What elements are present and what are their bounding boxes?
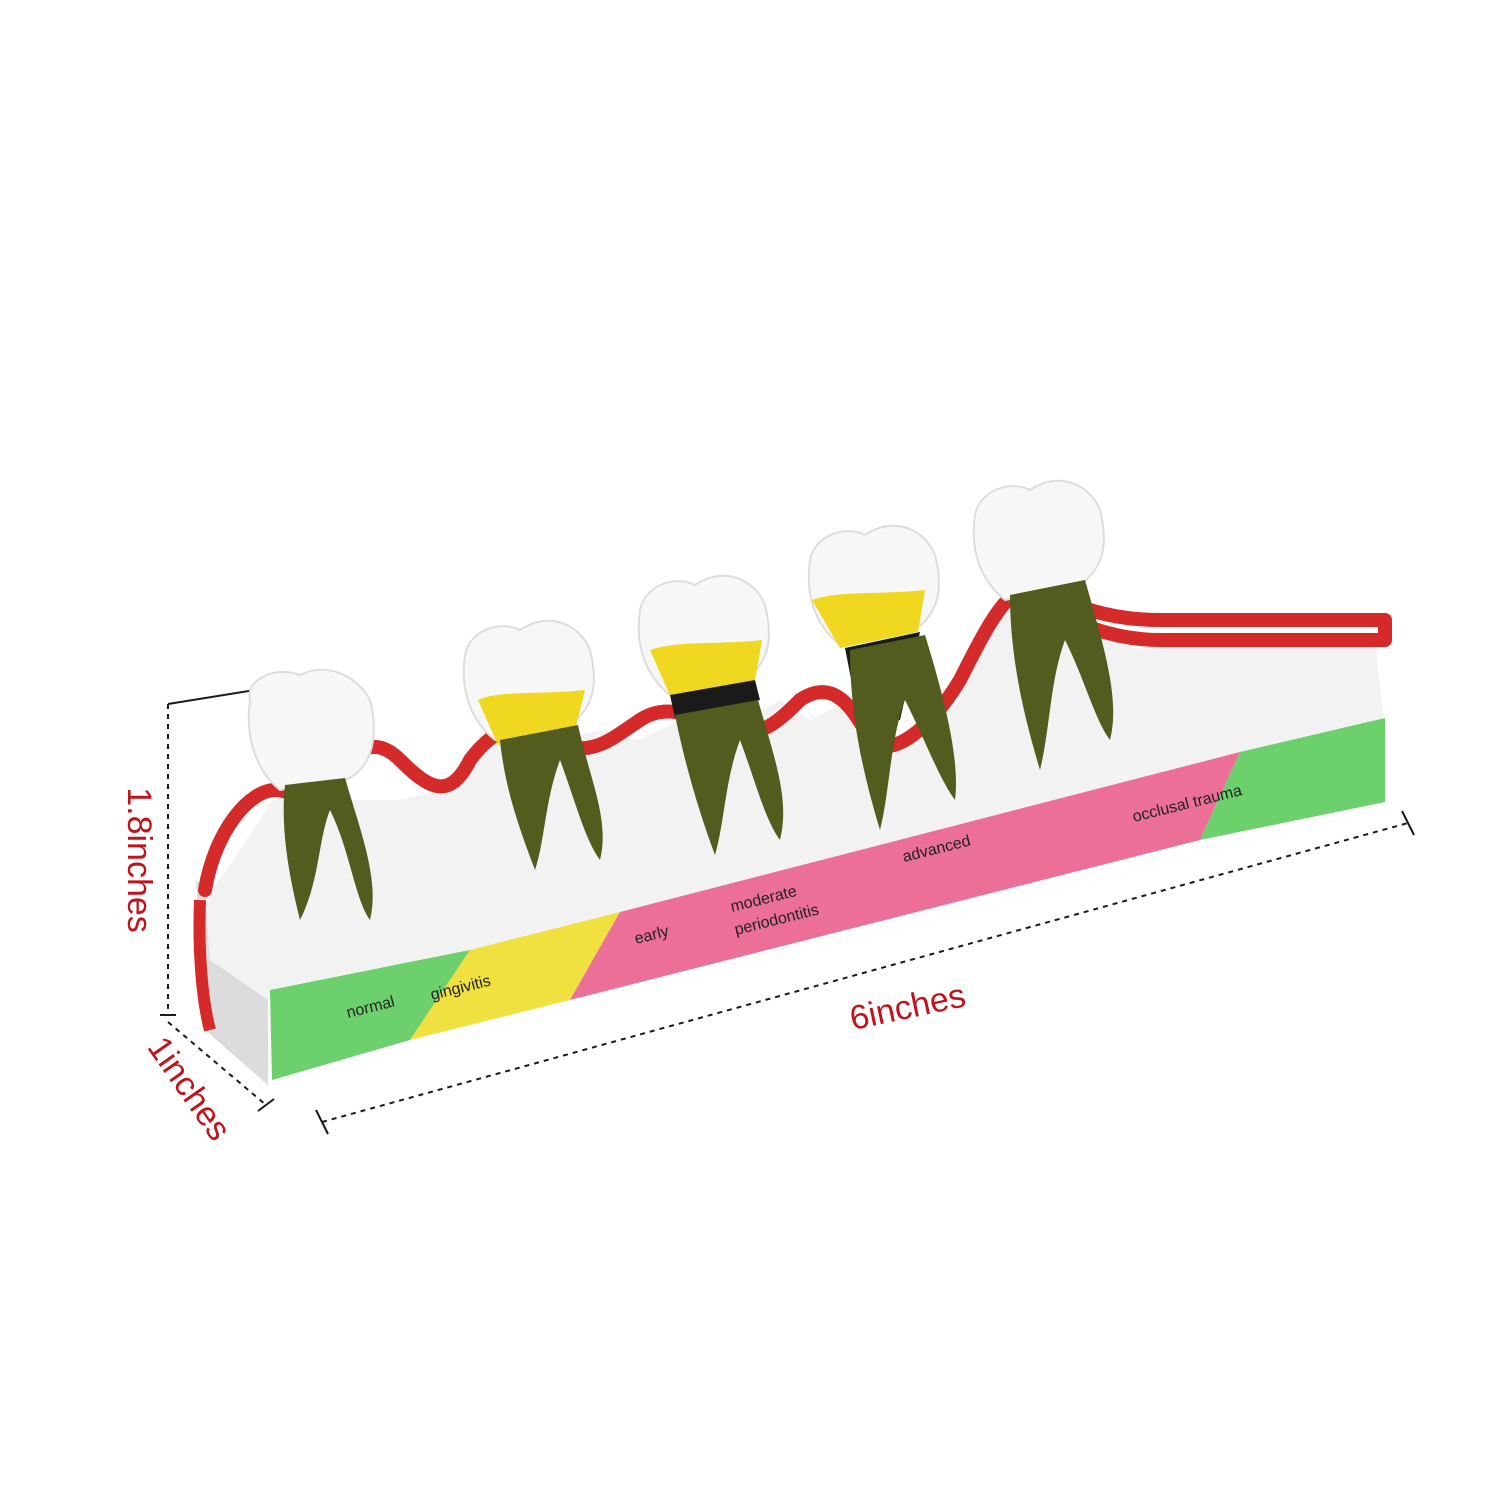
- tooth-normal: [247, 668, 375, 920]
- tooth-advanced: [972, 479, 1114, 770]
- band-gingivitis-yellow: [410, 912, 620, 1040]
- dimension-length-label: 6inches: [846, 976, 969, 1038]
- tooth-crown: [972, 479, 1105, 602]
- band-occlusal-green: [1200, 718, 1385, 840]
- dimension-depth-label: 1inches: [140, 1030, 238, 1148]
- tooth-roots: [675, 700, 784, 855]
- tooth-roots: [283, 778, 373, 920]
- tartar: [670, 680, 760, 718]
- tooth-roots: [850, 635, 956, 830]
- tooth-roots: [1010, 580, 1114, 770]
- dimension-height-label: 1.8inches: [120, 787, 158, 933]
- tooth-roots: [500, 725, 603, 870]
- tooth-early: [637, 574, 784, 855]
- plaque: [812, 590, 925, 648]
- bone-body: [205, 600, 1385, 1000]
- gum-side-edge: [193, 899, 216, 1032]
- tooth-gingivitis: [462, 619, 603, 870]
- tooth-crown: [247, 668, 375, 792]
- length-dim-line: [321, 822, 1409, 1123]
- band-normal-green: [270, 950, 470, 1080]
- tooth-moderate: [807, 524, 956, 830]
- length-dim-right-tick: [1401, 810, 1415, 836]
- model-base: [196, 600, 1385, 1085]
- depth-dim-end-tick: [257, 1098, 275, 1112]
- band-periodontitis-pink: [570, 752, 1240, 1000]
- length-dim-left-tick: [315, 1109, 329, 1135]
- depth-dim-line: [167, 1021, 267, 1106]
